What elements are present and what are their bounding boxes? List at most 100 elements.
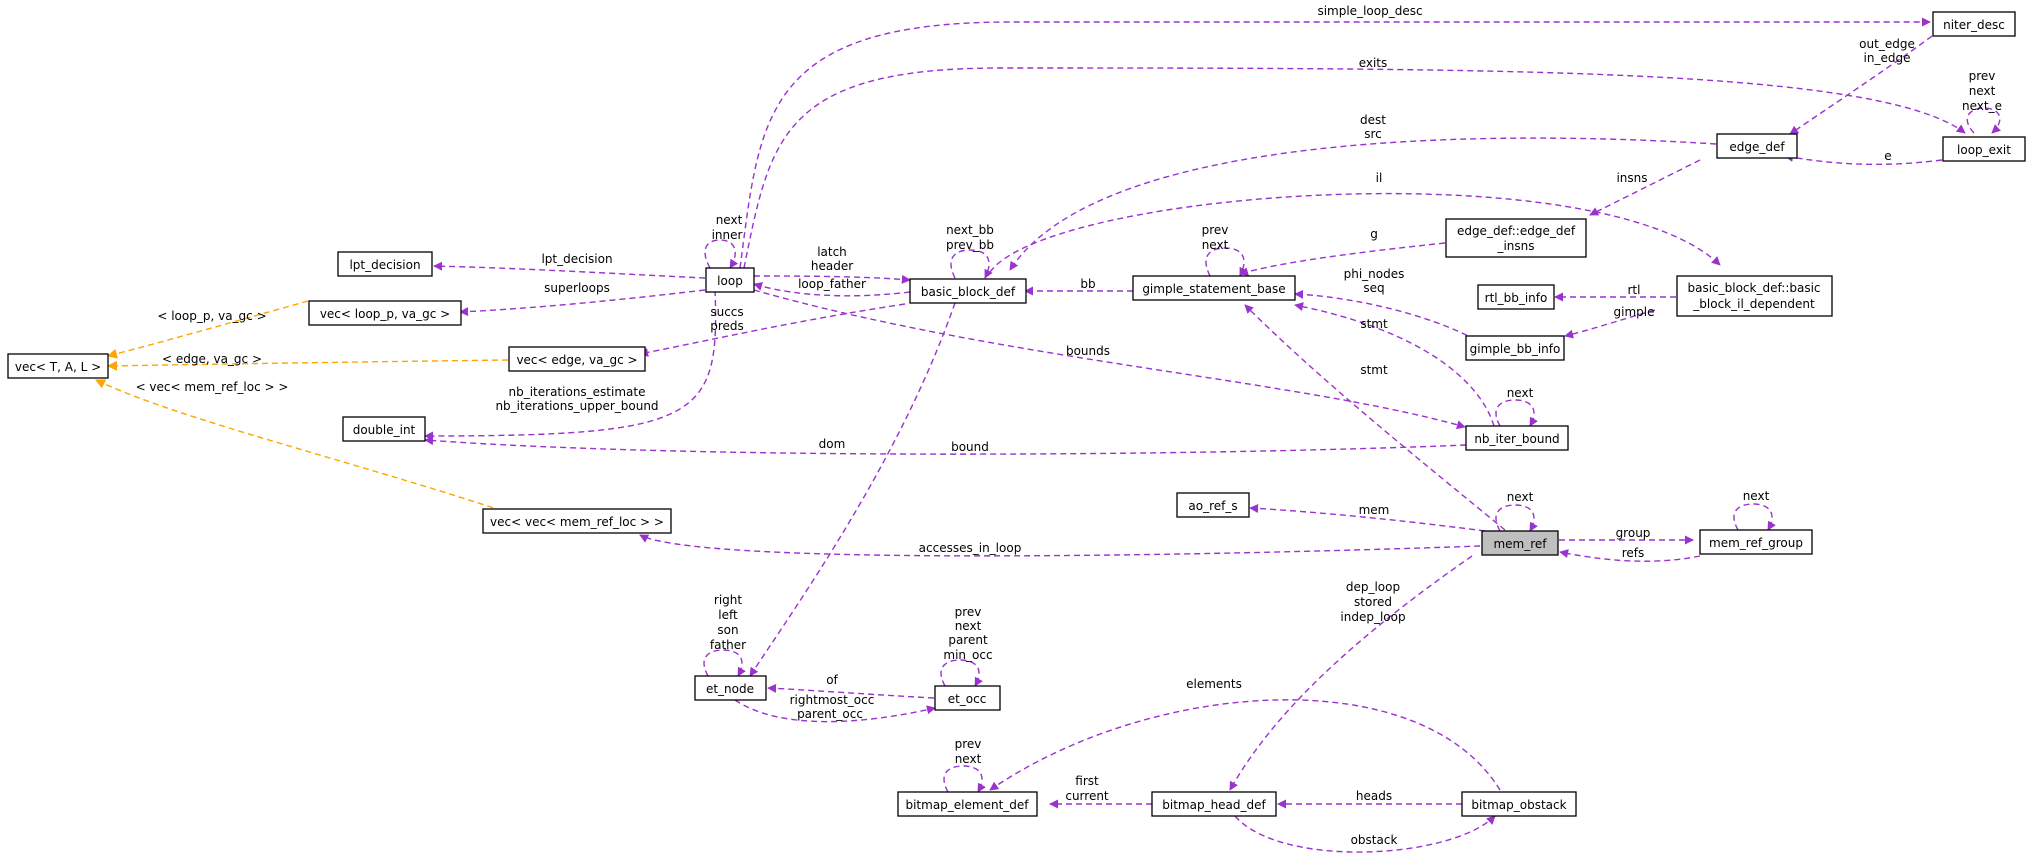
label-elements: elements (1186, 677, 1242, 691)
label-in-edge: in_edge (1864, 51, 1911, 65)
node-rtl-bb-info[interactable]: rtl_bb_info (1477, 284, 1555, 310)
svg-text:_insns: _insns (1496, 239, 1534, 253)
label-nb-iterations-upper-bound: nb_iterations_upper_bound (495, 399, 658, 413)
edge-bb-et-node (749, 302, 956, 677)
edge-elements (989, 699, 1501, 791)
node-nb-iter-bound[interactable]: nb_iter_bound (1465, 425, 1569, 451)
svg-text:gimple_bb_info: gimple_bb_info (1470, 342, 1561, 356)
svg-text:vec< loop_p, va_gc >: vec< loop_p, va_gc > (320, 307, 450, 321)
svg-text:vec< vec< mem_ref_loc > >: vec< vec< mem_ref_loc > > (490, 515, 664, 529)
label-insns: insns (1616, 171, 1647, 185)
svg-text:vec< edge, va_gc >: vec< edge, va_gc > (516, 353, 637, 367)
edge-loop-father (753, 282, 911, 297)
node-vec-vec-mem-ref-loc[interactable]: vec< vec< mem_ref_loc > > (482, 508, 672, 534)
label-bounds: bounds (1066, 344, 1110, 358)
label-loop-exit-next: next (1969, 84, 1996, 98)
label-et-occ-min-occ: min_occ (943, 648, 992, 662)
node-lpt-decision[interactable]: lpt_decision (337, 251, 433, 277)
edge-rightmost-occ (734, 699, 936, 723)
edge-nb-iter-self (1495, 399, 1538, 427)
label-tpl-loop-p: < loop_p, va_gc > (157, 309, 266, 323)
label-mem-ref-group-next: next (1743, 489, 1770, 503)
svg-text:mem_ref: mem_ref (1493, 537, 1547, 551)
label-lpt-decision: lpt_decision (541, 252, 612, 266)
svg-text:_block_il_dependent: _block_il_dependent (1692, 297, 1815, 311)
label-preds: preds (710, 319, 744, 333)
label-et-occ-parent: parent (948, 633, 988, 647)
label-stmt-2: stmt (1360, 363, 1388, 377)
node-mem-ref-group[interactable]: mem_ref_group (1699, 529, 1813, 555)
edge-succs-preds (639, 303, 906, 357)
label-et-occ-prev: prev (955, 605, 982, 619)
edge-tpl-edge (107, 359, 509, 371)
edge-e (1784, 152, 1943, 166)
node-bitmap-head-def[interactable]: bitmap_head_def (1151, 791, 1277, 817)
nodes: niter_desc loop_exit edge_def edge_def::… (7, 11, 2026, 817)
label-et-node-right: right (714, 593, 742, 607)
label-seq: seq (1363, 281, 1384, 295)
node-bitmap-element-def[interactable]: bitmap_element_def (897, 791, 1038, 817)
label-superloops: superloops (544, 281, 610, 295)
svg-text:ao_ref_s: ao_ref_s (1188, 499, 1237, 513)
edge-nb-iterations (424, 289, 717, 441)
edge-tpl-loop-p (107, 300, 309, 359)
edge-stmt2 (1244, 304, 1506, 531)
label-refs: refs (1622, 546, 1645, 560)
edge-lpt-decision (433, 261, 706, 279)
node-bb-il-dependent[interactable]: basic_block_def::basic _block_il_depende… (1676, 275, 1833, 317)
edge-gsb-self (1205, 247, 1248, 277)
edge-tpl-mem-ref-loc (95, 379, 513, 515)
label-header: header (811, 259, 853, 273)
label-out-edge: out_edge (1859, 37, 1915, 51)
node-loop-exit[interactable]: loop_exit (1942, 136, 2026, 162)
node-loop[interactable]: loop (705, 267, 755, 293)
svg-text:bitmap_element_def: bitmap_element_def (905, 798, 1029, 812)
svg-text:basic_block_def: basic_block_def (921, 285, 1016, 299)
edge-simple-loop-desc (739, 17, 1931, 269)
node-niter-desc[interactable]: niter_desc (1932, 11, 2016, 37)
label-loop-exit-next-e: next_e (1962, 99, 2002, 113)
edge-phi-nodes (1294, 289, 1477, 341)
label-parent-occ: parent_occ (797, 707, 863, 721)
label-dom: dom (819, 437, 846, 451)
label-bed-next: next (955, 752, 982, 766)
svg-text:et_node: et_node (706, 682, 754, 696)
label-accesses-in-loop: accesses_in_loop (919, 541, 1022, 555)
node-et-node[interactable]: et_node (694, 675, 767, 701)
label-phi-nodes: phi_nodes (1344, 267, 1405, 281)
label-et-node-father: father (710, 638, 746, 652)
label-nb-iterations-estimate: nb_iterations_estimate (509, 385, 646, 399)
node-vec-t-a-l[interactable]: vec< T, A, L > (7, 353, 109, 379)
label-latch: latch (817, 245, 847, 259)
edge-out-in-edge (1789, 35, 1933, 135)
edge-dom-bound (424, 436, 1467, 455)
node-gimple-bb-info[interactable]: gimple_bb_info (1465, 335, 1565, 361)
node-et-occ[interactable]: et_occ (934, 685, 1001, 711)
label-mem: mem (1359, 503, 1390, 517)
svg-text:bitmap_obstack: bitmap_obstack (1471, 798, 1566, 812)
node-double-int[interactable]: double_int (342, 416, 426, 442)
label-g: g (1370, 227, 1378, 241)
edge-bed-self (943, 765, 986, 793)
node-vec-loop-p[interactable]: vec< loop_p, va_gc > (308, 300, 462, 326)
node-bitmap-obstack[interactable]: bitmap_obstack (1461, 791, 1577, 817)
node-basic-block-def[interactable]: basic_block_def (909, 278, 1027, 304)
label-bb: bb (1080, 277, 1095, 291)
label-stored: stored (1354, 595, 1392, 609)
node-ao-ref-s[interactable]: ao_ref_s (1176, 492, 1250, 518)
label-et-occ-next: next (955, 619, 982, 633)
label-rightmost-occ: rightmost_occ (790, 693, 875, 707)
edge-et-node-self (703, 649, 746, 677)
svg-text:lpt_decision: lpt_decision (349, 258, 420, 272)
svg-text:edge_def: edge_def (1729, 140, 1785, 154)
node-mem-ref[interactable]: mem_ref (1481, 530, 1559, 556)
label-et-node-son: son (717, 623, 738, 637)
node-gimple-statement-base[interactable]: gimple_statement_base (1132, 275, 1296, 301)
label-rtl: rtl (1628, 283, 1641, 297)
node-vec-edge[interactable]: vec< edge, va_gc > (508, 346, 646, 372)
node-edge-def[interactable]: edge_def (1716, 133, 1798, 159)
node-edge-def-insns[interactable]: edge_def::edge_def _insns (1445, 218, 1587, 258)
edge-exits (743, 67, 1966, 269)
edge-dep-loop (1229, 555, 1473, 791)
edge-gimple (1564, 309, 1656, 339)
